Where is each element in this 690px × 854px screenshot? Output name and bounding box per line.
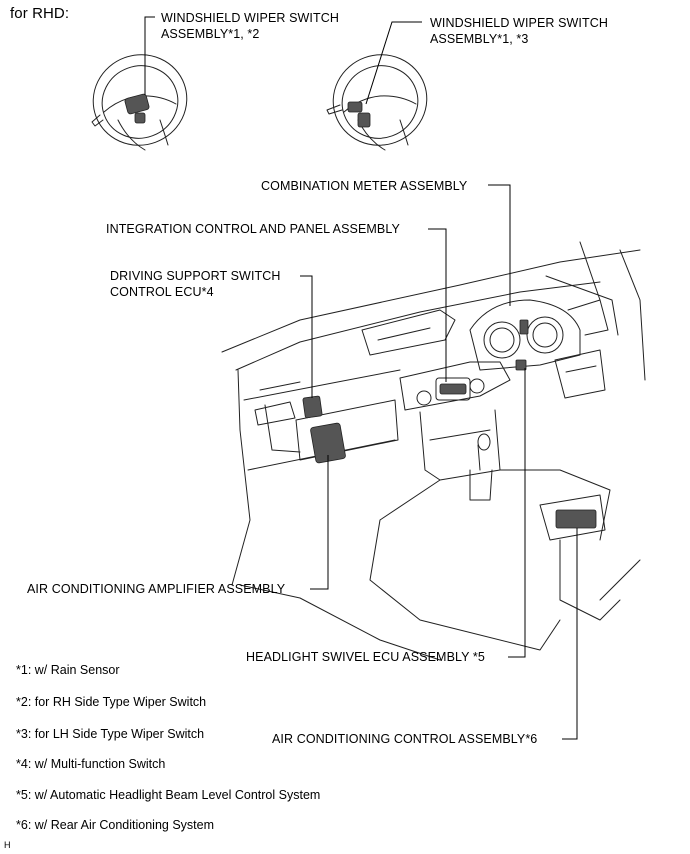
wiper-switch-2-line1: WINDSHIELD WIPER SWITCH: [430, 16, 608, 30]
driving-support-line1: DRIVING SUPPORT SWITCH: [110, 269, 281, 283]
wiper-switch-1-line1: WINDSHIELD WIPER SWITCH: [161, 11, 339, 25]
footnote-2: *2: for RH Side Type Wiper Switch: [16, 695, 207, 709]
steering-wheel-2-drawing: [326, 54, 428, 151]
wiper-switch-1-line2: ASSEMBLY*1, *2: [161, 27, 260, 41]
integration-control-label: INTEGRATION CONTROL AND PANEL ASSEMBLY: [106, 222, 400, 236]
headlight-swivel-label: HEADLIGHT SWIVEL ECU ASSEMBLY *5: [246, 650, 485, 664]
steering-wheel-1-drawing: [91, 54, 188, 151]
wiper-switch-1-label: WINDSHIELD WIPER SWITCH ASSEMBLY*1, *2: [161, 10, 339, 42]
footnote-1: *1: w/ Rain Sensor: [16, 663, 120, 677]
combination-meter-label: COMBINATION METER ASSEMBLY: [261, 179, 468, 193]
driving-support-line2: CONTROL ECU*4: [110, 285, 214, 299]
footnote-5: *5: w/ Automatic Headlight Beam Level Co…: [16, 788, 321, 802]
footnote-6: *6: w/ Rear Air Conditioning System: [16, 818, 215, 832]
driving-support-label: DRIVING SUPPORT SWITCH CONTROL ECU*4: [110, 268, 281, 300]
leader-lines: [144, 16, 578, 740]
diagram-heading: for RHD:: [10, 5, 70, 22]
wiper-switch-2-label: WINDSHIELD WIPER SWITCH ASSEMBLY*1, *3: [430, 15, 608, 47]
footnote-4: *4: w/ Multi-function Switch: [16, 757, 166, 771]
dashboard-drawing: [221, 241, 646, 661]
ac-control-label: AIR CONDITIONING CONTROL ASSEMBLY*6: [272, 732, 538, 746]
wiper-switch-2-line2: ASSEMBLY*1, *3: [430, 32, 529, 46]
ac-amplifier-label: AIR CONDITIONING AMPLIFIER ASSEMBLY: [27, 582, 286, 596]
footnote-3: *3: for LH Side Type Wiper Switch: [16, 727, 205, 741]
corner-mark: H: [4, 840, 11, 850]
